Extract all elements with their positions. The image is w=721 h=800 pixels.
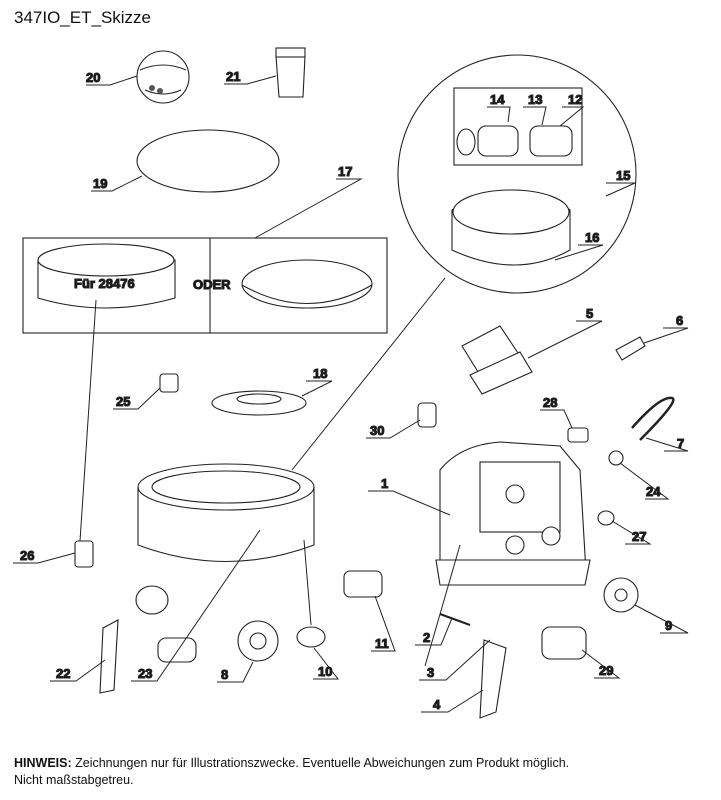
callout-19: 19 bbox=[93, 176, 107, 191]
callout-21: 21 bbox=[226, 69, 240, 84]
part-27-drawing bbox=[597, 510, 615, 526]
part-20-drawing bbox=[136, 50, 190, 104]
callout-5: 5 bbox=[586, 306, 593, 321]
variant-a-label: Für 28476 bbox=[74, 276, 135, 291]
callout-29: 29 bbox=[599, 663, 613, 678]
callout-12: 12 bbox=[568, 92, 582, 107]
callout-17: 17 bbox=[338, 164, 352, 179]
callout-14: 14 bbox=[490, 92, 505, 107]
callout-1: 1 bbox=[381, 476, 388, 491]
callout-27: 27 bbox=[632, 529, 646, 544]
callout-30: 30 bbox=[370, 423, 384, 438]
part-7-drawing bbox=[631, 396, 675, 441]
part-24-drawing bbox=[608, 450, 624, 466]
filter-detail-circle bbox=[397, 54, 637, 294]
callout-2: 2 bbox=[423, 630, 430, 645]
part-17-box bbox=[22, 237, 388, 334]
callout-20: 20 bbox=[86, 70, 100, 85]
part-21-drawing bbox=[275, 47, 306, 98]
sheet-title: 347IO_ET_Skizze bbox=[14, 8, 152, 27]
exploded-parts-diagram: 1 2 3 4 5 6 7 8 9 10 11 12 13 14 15 16 1… bbox=[13, 47, 689, 719]
part-28-drawing bbox=[567, 427, 589, 443]
callout-24: 24 bbox=[646, 484, 661, 499]
note-text: Zeichnungen nur für Illustrationszwecke.… bbox=[71, 756, 570, 770]
part-5-drawing bbox=[461, 325, 533, 395]
callout-10: 10 bbox=[318, 664, 332, 679]
callout-23: 23 bbox=[138, 666, 152, 681]
part-29-drawing bbox=[541, 626, 587, 660]
callout-13: 13 bbox=[528, 92, 542, 107]
part-6-drawing bbox=[615, 336, 646, 361]
callout-3: 3 bbox=[427, 665, 434, 680]
part-2-drawing bbox=[439, 613, 471, 626]
part-26-drawing bbox=[74, 540, 94, 568]
callout-28: 28 bbox=[543, 395, 557, 410]
callout-16: 16 bbox=[585, 230, 599, 245]
disclaimer-line-1: HINWEIS: Zeichnungen nur für Illustratio… bbox=[14, 755, 569, 772]
tub-drawing bbox=[137, 463, 315, 563]
part-30-drawing bbox=[417, 402, 437, 428]
part-4-drawing bbox=[479, 639, 507, 719]
callout-15: 15 bbox=[616, 168, 630, 183]
callout-25: 25 bbox=[116, 394, 130, 409]
pump-unit-drawing bbox=[435, 441, 591, 586]
callout-6: 6 bbox=[676, 313, 683, 328]
leader-lines bbox=[13, 75, 689, 713]
part-11-drawing bbox=[343, 570, 383, 598]
part-25-drawing bbox=[159, 373, 179, 393]
part-22-drawing bbox=[99, 619, 119, 694]
part-10-drawing bbox=[296, 626, 326, 648]
callout-11: 11 bbox=[375, 636, 389, 651]
part-9-drawing bbox=[603, 577, 639, 613]
or-label: ODER bbox=[193, 277, 231, 292]
part-8-drawing bbox=[237, 620, 279, 662]
disclaimer-line-2: Nicht maßstabgetreu. bbox=[14, 773, 134, 787]
part-18-drawing bbox=[211, 390, 307, 416]
callout-22: 22 bbox=[56, 666, 70, 681]
callout-7: 7 bbox=[677, 436, 684, 451]
note-label: HINWEIS: bbox=[14, 756, 72, 770]
callout-8: 8 bbox=[221, 667, 228, 682]
callout-numbers: 1 2 3 4 5 6 7 8 9 10 11 12 13 14 15 16 1… bbox=[19, 68, 684, 712]
callout-4: 4 bbox=[433, 697, 441, 712]
disclaimer-note: HINWEIS: Zeichnungen nur für Illustratio… bbox=[14, 755, 569, 789]
part-23-drawing bbox=[135, 585, 197, 663]
part-19-drawing bbox=[136, 129, 280, 193]
callout-26: 26 bbox=[20, 548, 34, 563]
callout-18: 18 bbox=[313, 366, 327, 381]
callout-9: 9 bbox=[665, 618, 672, 633]
